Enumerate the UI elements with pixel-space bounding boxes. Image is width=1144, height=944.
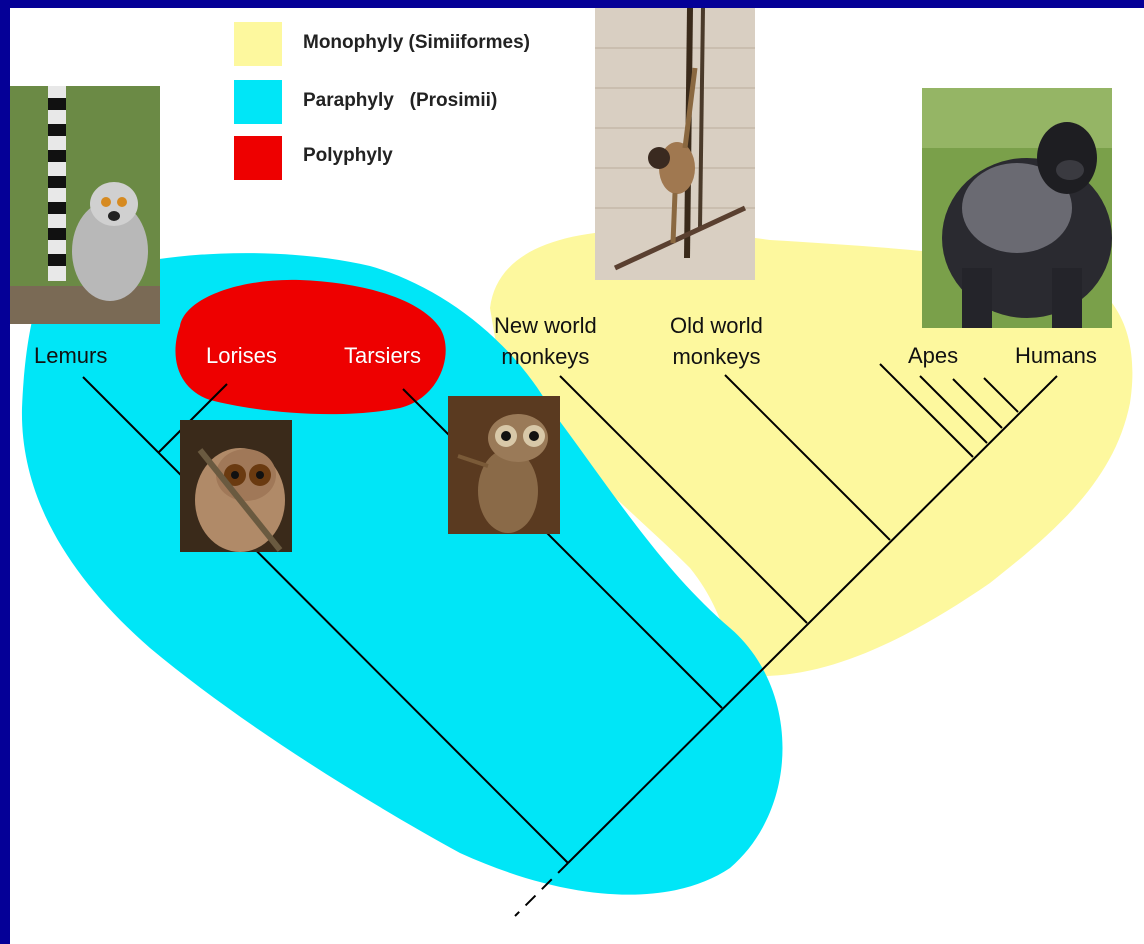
tarsier-photo — [448, 396, 560, 534]
slide: Monophyly (Simiiformes) Paraphyly (Prosi… — [10, 8, 1144, 944]
taxon-label-old-world-line2: monkeys — [670, 341, 763, 372]
gorilla-photo — [922, 88, 1112, 328]
legend-swatch-polyphyly — [234, 136, 282, 180]
legend-label-polyphyly: Polyphyly — [303, 145, 393, 167]
taxon-label-apes: Apes — [908, 340, 958, 371]
legend-swatch-monophyly — [234, 22, 282, 66]
taxon-label-new-world-monkeys: New world monkeys — [494, 310, 597, 372]
taxon-label-new-world-line2: monkeys — [494, 341, 597, 372]
taxon-label-lorises: Lorises — [206, 340, 277, 371]
taxon-label-tarsiers: Tarsiers — [344, 340, 421, 371]
loris-photo — [180, 420, 292, 552]
legend-swatch-paraphyly — [234, 80, 282, 124]
taxon-label-new-world-line1: New world — [494, 310, 597, 341]
taxon-label-old-world-monkeys: Old world monkeys — [670, 310, 763, 372]
taxon-label-old-world-line1: Old world — [670, 310, 763, 341]
taxon-label-lemurs: Lemurs — [34, 340, 107, 371]
legend-label-paraphyly: Paraphyly (Prosimii) — [303, 90, 497, 112]
legend-label-monophyly: Monophyly (Simiiformes) — [303, 32, 530, 54]
spider-monkey-photo — [595, 8, 755, 280]
taxon-label-humans: Humans — [1015, 340, 1097, 371]
lemur-photo — [10, 86, 160, 324]
